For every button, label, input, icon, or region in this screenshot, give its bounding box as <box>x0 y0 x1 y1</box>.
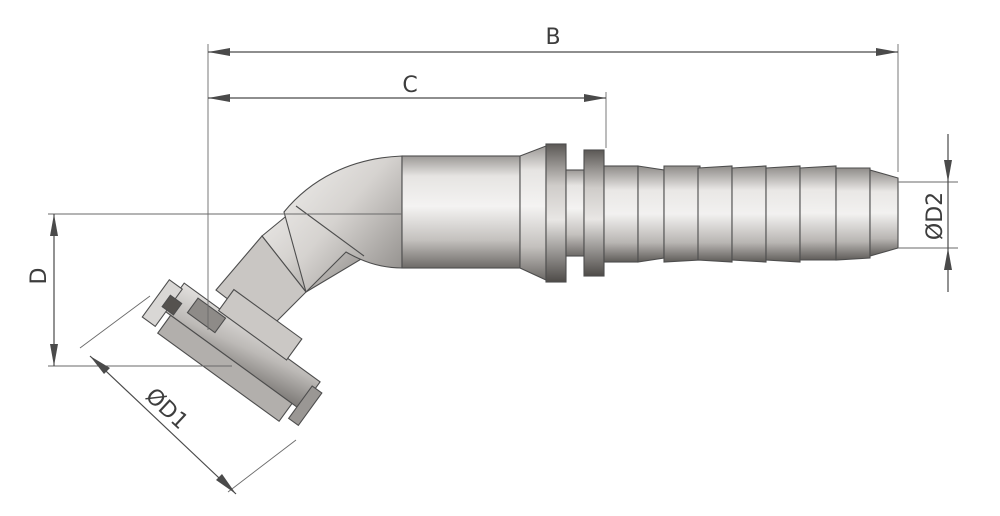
dimension-d-arrow-top <box>50 214 58 236</box>
dimension-d1-label: ØD1 <box>140 384 192 435</box>
barbed-tail <box>603 165 899 263</box>
dimension-c-label: C <box>402 73 417 98</box>
dimension-b-arrow-right <box>876 48 898 56</box>
dimension-lines: B C D ØD2 ØD1 <box>27 25 958 495</box>
dimension-d2-arrow-top <box>944 160 952 182</box>
dimension-d2-arrow-bottom <box>944 248 952 270</box>
body-taper <box>519 145 547 281</box>
dimension-b-label: B <box>545 25 560 50</box>
flange-ring <box>156 314 293 423</box>
flange-assembly <box>141 278 323 427</box>
dimension-d-label: D <box>27 268 52 285</box>
dimension-d2-label: ØD2 <box>923 192 948 240</box>
hose-fitting <box>141 143 899 427</box>
collar-neck <box>565 169 585 257</box>
extension-line-d1-b <box>227 439 297 493</box>
flange-end-right <box>287 385 323 427</box>
collar <box>545 143 567 283</box>
dimension-b-arrow-left <box>208 48 230 56</box>
ferrule-ring <box>583 149 605 277</box>
flange-notch <box>161 294 183 316</box>
straight-body <box>401 155 521 269</box>
flange-shoulder <box>217 288 303 361</box>
dimension-d1-arrow-bottom <box>216 474 236 494</box>
flange-slot <box>186 297 227 334</box>
extension-line-d1-a <box>79 295 151 349</box>
dimension-c-arrow-right <box>584 94 606 102</box>
dimension-d1-line <box>89 355 237 495</box>
dimension-d-arrow-bottom <box>50 344 58 366</box>
dimension-d1-arrow-top <box>90 356 110 374</box>
dimension-c-arrow-left <box>208 94 230 102</box>
elbow-bend <box>283 155 403 294</box>
